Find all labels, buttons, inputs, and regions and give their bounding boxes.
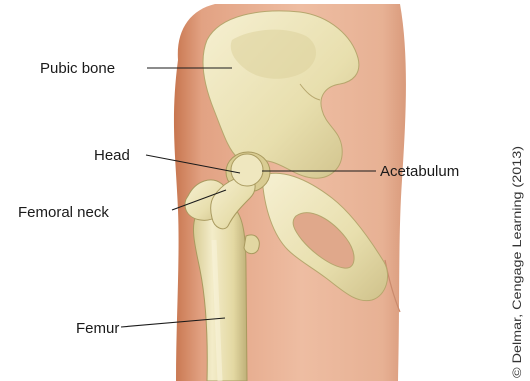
label-pubic-bone: Pubic bone [40, 60, 115, 77]
label-femur: Femur [76, 320, 119, 337]
label-head: Head [94, 147, 130, 164]
label-acetabulum: Acetabulum [380, 163, 459, 180]
femoral-head [231, 154, 263, 186]
label-femoral-neck: Femoral neck [18, 204, 109, 221]
copyright-credit: © Delmar, Cengage Learning (2013) [510, 146, 524, 378]
lesser-trochanter [244, 235, 259, 254]
